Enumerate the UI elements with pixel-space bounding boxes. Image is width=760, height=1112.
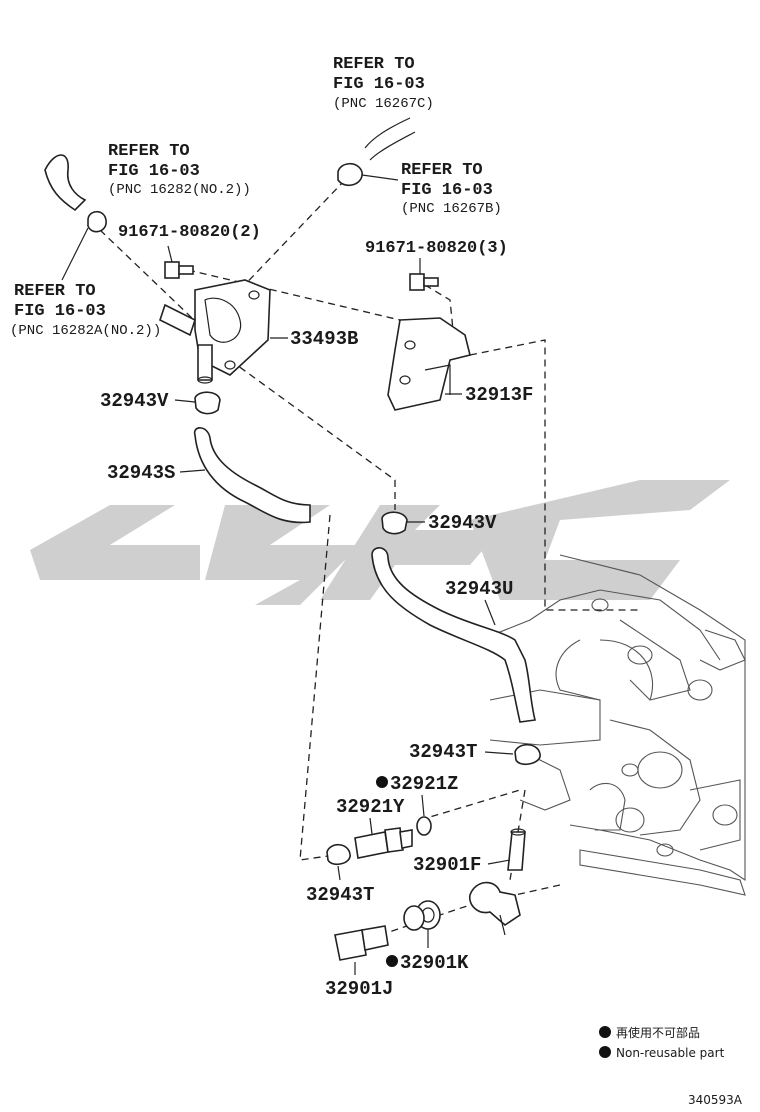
leader-16267b — [361, 174, 399, 181]
leader-32921y — [369, 817, 373, 835]
leader-32943v-a — [174, 399, 196, 403]
bolt-91671-80820-a — [164, 261, 194, 279]
engine-block — [479, 554, 746, 896]
refer-16282a: REFER TO FIG 16-03 (PNC 16282A(NO.2)) — [10, 282, 161, 339]
legend: 再使用不可部品 Non-reusable part — [599, 1025, 725, 1060]
label-32943s: 32943S — [107, 462, 175, 484]
leader-32901f — [487, 859, 511, 865]
refer-16267b-line1: REFER TO — [401, 161, 483, 180]
leader-32943t-a — [484, 751, 514, 755]
label-32921y: 32921Y — [336, 796, 405, 818]
label-32943t-a: 32943T — [409, 741, 477, 763]
leader-bolt-a — [167, 245, 173, 263]
leader-32921z — [421, 794, 425, 817]
clamp-16282a — [87, 210, 107, 233]
clamp-16267b — [337, 162, 363, 187]
refer-16282-line3: (PNC 16282(NO.2)) — [108, 182, 251, 198]
label-32901j: 32901J — [325, 978, 393, 1000]
refer-16267c-line2: FIG 16-03 — [333, 75, 425, 94]
outlet-33493b — [159, 279, 271, 384]
refer-16282a-line1: REFER TO — [14, 282, 96, 301]
clamp-32943t-b — [326, 843, 351, 866]
pipe-32901f — [468, 828, 526, 936]
gasket-32901k — [403, 900, 441, 931]
label-32921z: 32921Z — [390, 773, 458, 795]
label-32901k: 32901K — [400, 952, 469, 974]
figure-code: 340593A — [688, 1093, 743, 1107]
refer-16282-line2: FIG 16-03 — [108, 162, 200, 181]
leader-32943u — [484, 599, 496, 626]
refer-16282-line1: REFER TO — [108, 142, 190, 161]
refer-16267c-line1: REFER TO — [333, 55, 415, 74]
legend-en: Non-reusable part — [616, 1046, 725, 1060]
o-ring-32921z — [416, 816, 432, 836]
label-33493b: 33493B — [290, 328, 358, 350]
label-32913f: 32913F — [465, 384, 533, 406]
legend-jp: 再使用不可部品 — [616, 1025, 700, 1040]
refer-16267b: REFER TO FIG 16-03 (PNC 16267B) — [401, 161, 502, 217]
leader-32943s — [179, 469, 206, 473]
legend-dot-jp — [599, 1026, 611, 1038]
bolt-32901j — [334, 925, 389, 961]
non-reusable-dot-32921z — [376, 776, 388, 788]
label-bolt-a: 91671-80820(2) — [118, 223, 261, 242]
clamp-32943t-a — [514, 743, 541, 766]
refer-16267c-line3: (PNC 16267C) — [333, 96, 434, 112]
hose-16267c — [364, 117, 416, 161]
hose-16282 — [44, 154, 87, 212]
refer-16267b-line3: (PNC 16267B) — [401, 201, 502, 217]
label-32943t-b: 32943T — [306, 884, 374, 906]
bracket-32913f — [387, 317, 471, 411]
hose-32943s — [193, 427, 311, 524]
label-bolt-b: 91671-80820(3) — [365, 239, 508, 258]
legend-dot-en — [599, 1046, 611, 1058]
non-reusable-dot-32901k — [386, 955, 398, 967]
label-32943v-a: 32943V — [100, 390, 169, 412]
label-32943v-b: 32943V — [428, 512, 497, 534]
clamp-32943v-b — [381, 511, 408, 535]
leader-16282a — [61, 227, 89, 281]
clamp-32943v-a — [194, 391, 221, 415]
watermark-logo — [30, 480, 730, 605]
refer-16267b-line2: FIG 16-03 — [401, 181, 493, 200]
refer-16282a-line2: FIG 16-03 — [14, 302, 106, 321]
label-32901f: 32901F — [413, 854, 481, 876]
refer-16282a-line3: (PNC 16282A(NO.2)) — [10, 323, 161, 339]
refer-16282: REFER TO FIG 16-03 (PNC 16282(NO.2)) — [108, 142, 251, 198]
hose-32943u — [371, 547, 536, 723]
label-32943u: 32943U — [445, 578, 513, 600]
leader-32943t-b — [337, 865, 341, 881]
refer-16267c: REFER TO FIG 16-03 (PNC 16267C) — [333, 55, 434, 112]
bolt-91671-80820-b — [409, 273, 439, 291]
union-32921y — [354, 827, 413, 859]
